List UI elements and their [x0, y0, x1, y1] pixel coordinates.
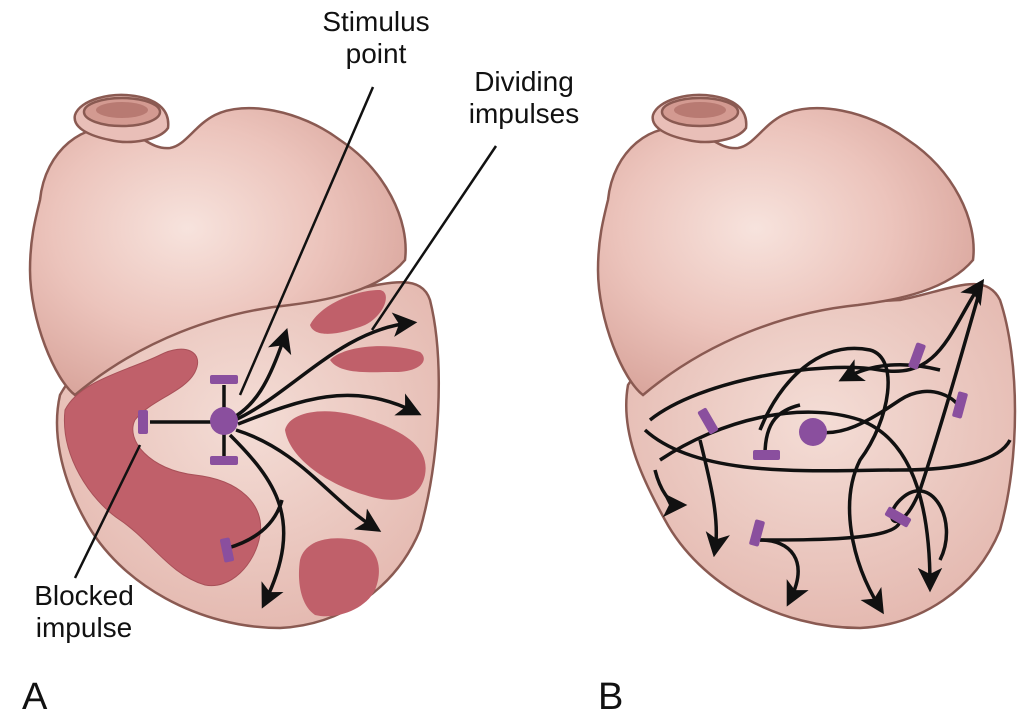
- stimulus-point-label: Stimulus point: [296, 6, 456, 70]
- blocked-label-line2: impulse: [35, 612, 133, 643]
- block-marker: [753, 450, 780, 460]
- dividing-label-line1: Dividing: [474, 66, 574, 97]
- panel-a-scar-top-right: [310, 290, 386, 334]
- dividing-impulses-label: Dividing impulses: [434, 66, 614, 130]
- block-marker: [210, 456, 238, 465]
- panel-a-scar-mid-right: [330, 346, 424, 373]
- panel-a-scar-right: [285, 411, 426, 500]
- panel-b-letter: B: [598, 676, 624, 718]
- block-marker: [697, 407, 719, 435]
- block-marker: [884, 506, 912, 528]
- block-marker: [952, 391, 968, 419]
- panel-a-scar-left: [63, 348, 262, 587]
- panel-a-block-markers: [138, 375, 238, 563]
- stimulus-label-line1: Stimulus: [322, 6, 430, 37]
- panel-b-atrium: [596, 106, 975, 397]
- block-marker: [138, 410, 148, 434]
- stimulus-point-marker: [210, 407, 238, 435]
- panel-b-heart: [596, 93, 1017, 630]
- panel-a-atrium: [28, 106, 407, 397]
- panel-a-heart: [28, 86, 498, 630]
- block-marker: [749, 519, 765, 547]
- blocked-impulse-label: Blocked impulse: [4, 580, 164, 644]
- panel-b-stimulus-marker: [799, 418, 827, 446]
- block-marker: [908, 342, 926, 370]
- dividing-label-line2: impulses: [468, 98, 580, 129]
- panel-a-leader-lines: [73, 86, 498, 579]
- panel-b-block-markers: [697, 342, 968, 547]
- blocked-label-line1: Blocked: [34, 580, 134, 611]
- panel-a-letter: A: [22, 676, 48, 718]
- block-marker: [210, 375, 238, 384]
- panel-a-scar-bottom: [298, 538, 379, 617]
- block-marker: [219, 537, 235, 563]
- stimulus-label-line2: point: [345, 38, 407, 69]
